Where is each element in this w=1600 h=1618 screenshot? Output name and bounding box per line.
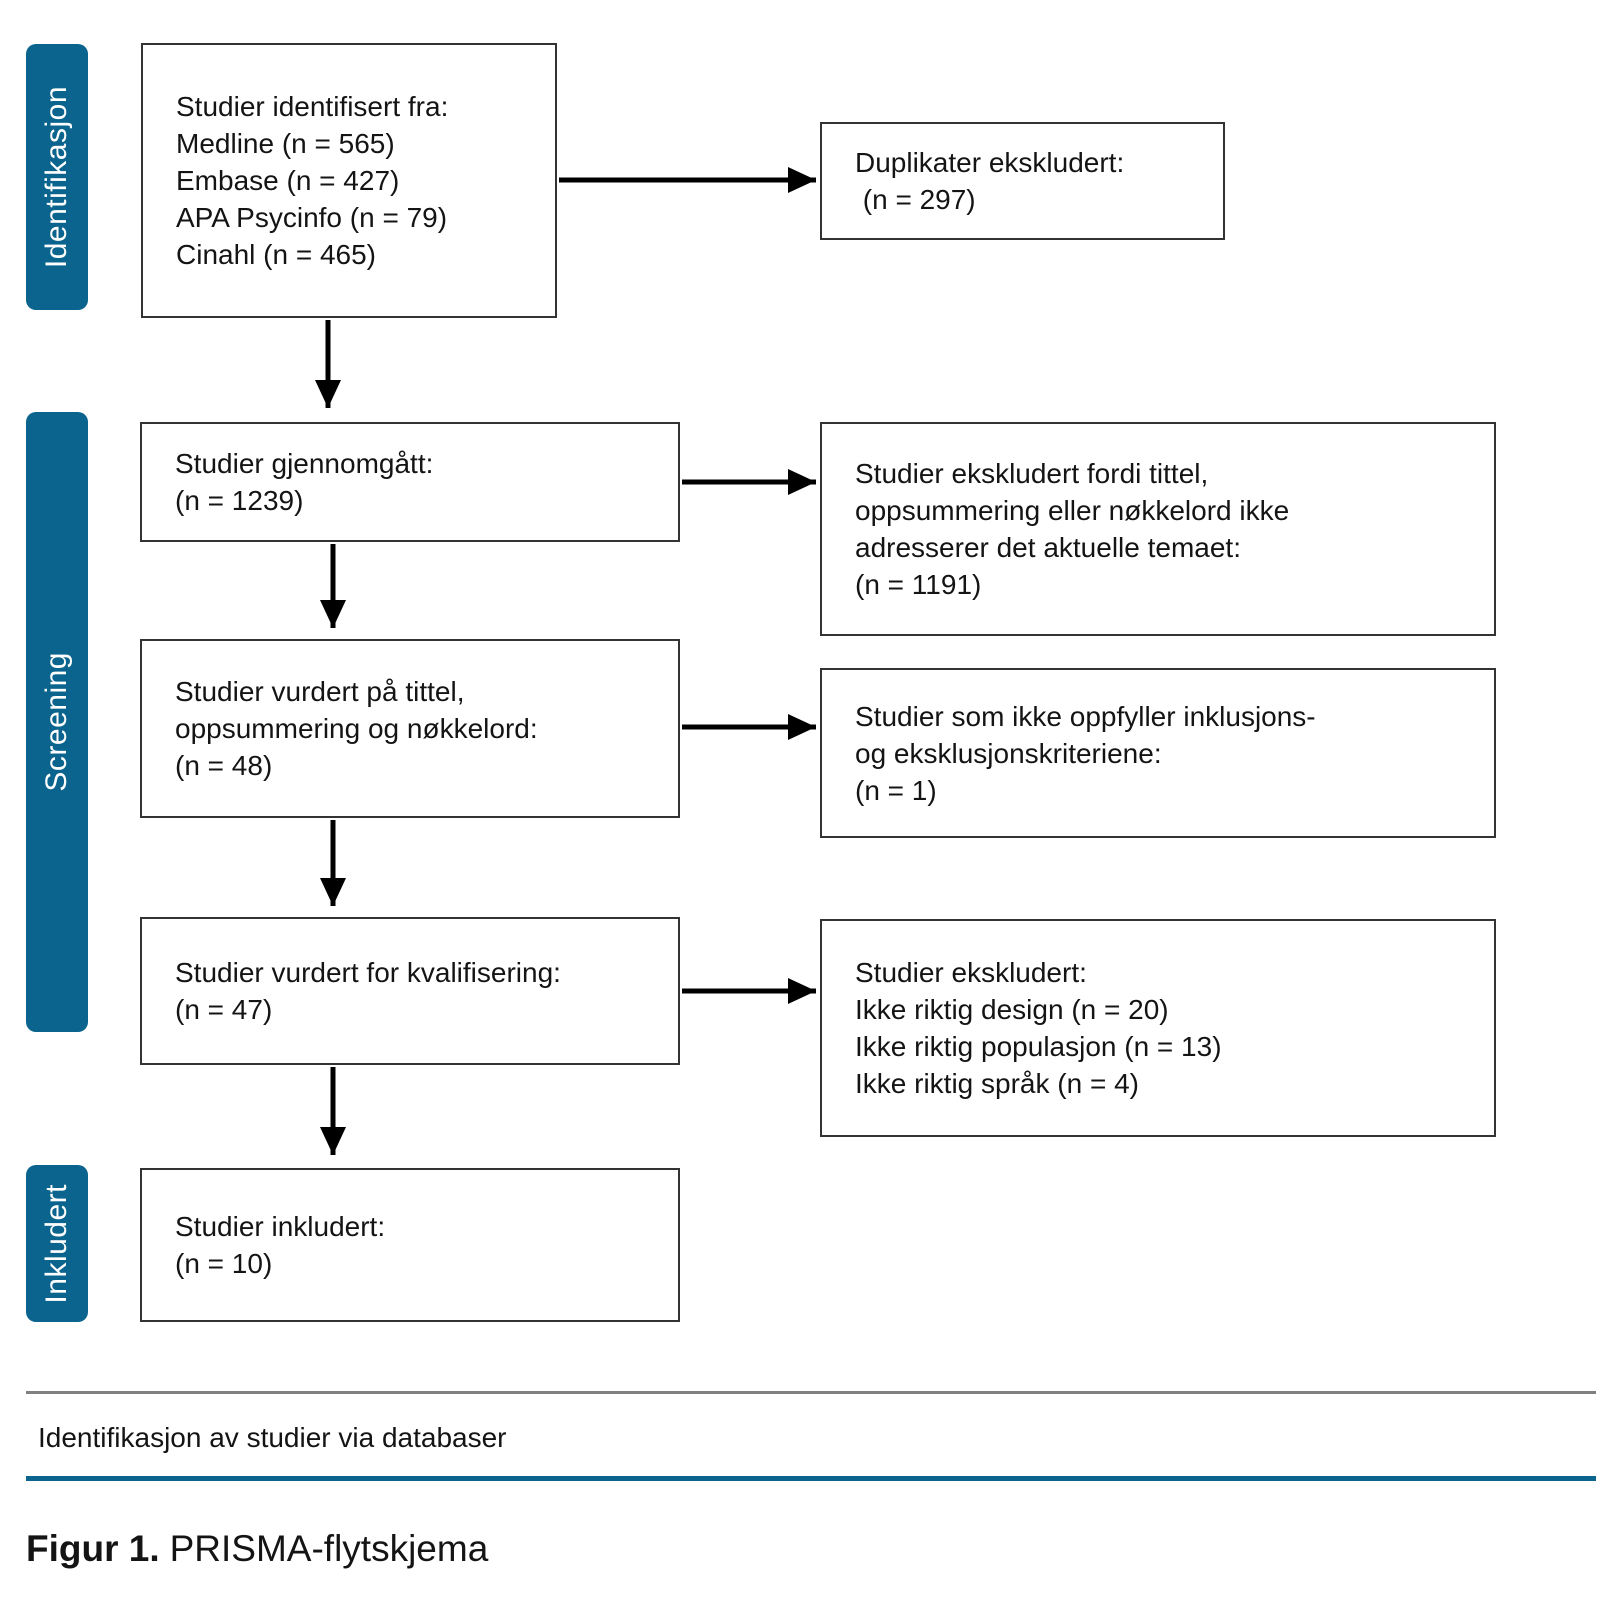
footer-note: Identifikasjon av studier via databaser <box>38 1422 507 1453</box>
stage-label-screening: Screening <box>40 652 73 792</box>
box-studier-inkludert: Studier inkludert: (n = 10) <box>140 1168 680 1322</box>
stage-bar-identifikasjon: Identifikasjon <box>26 44 88 310</box>
divider-gray <box>26 1391 1596 1394</box>
box-studier-identifisert: Studier identifisert fra: Medline (n = 5… <box>141 43 557 318</box>
box-studier-vurdert-kvalifisering: Studier vurdert for kvalifisering: (n = … <box>140 917 680 1065</box>
box-ekskludert-kriterier: Studier som ikke oppfyller inklusjons- o… <box>820 668 1496 838</box>
stage-bar-screening: Screening <box>26 412 88 1032</box>
stage-label-inkludert: Inkludert <box>40 1183 73 1304</box>
box-studier-ekskludert: Studier ekskludert: Ikke riktig design (… <box>820 919 1496 1137</box>
figure-caption-label: Figur 1. <box>26 1528 160 1569</box>
box-duplikater-ekskludert: Duplikater ekskludert: (n = 297) <box>820 122 1225 240</box>
box-ekskludert-tema: Studier ekskludert fordi tittel, oppsumm… <box>820 422 1496 636</box>
figure-caption: Figur 1.PRISMA-flytskjema <box>26 1528 488 1570</box>
divider-teal <box>26 1476 1596 1481</box>
stage-bar-inkludert: Inkludert <box>26 1165 88 1322</box>
box-studier-vurdert-tittel: Studier vurdert på tittel, oppsummering … <box>140 639 680 818</box>
figure-caption-text: PRISMA-flytskjema <box>169 1528 489 1569</box>
stage-label-identifikasjon: Identifikasjon <box>40 85 73 269</box>
box-studier-gjennomgatt: Studier gjennomgått: (n = 1239) <box>140 422 680 542</box>
